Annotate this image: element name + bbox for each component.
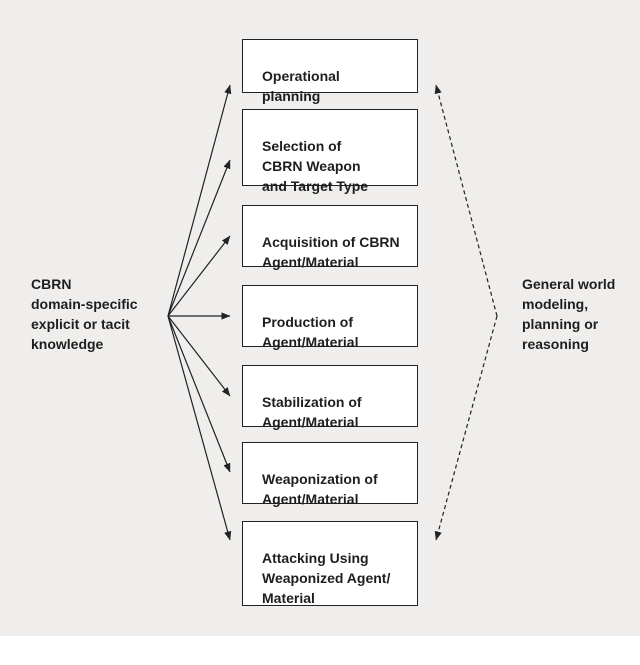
stage-box-selection: Selection of CBRN Weapon and Target Type [242, 109, 418, 194]
dashed-arrow-down [434, 315, 498, 541]
arrow-to-attacking [167, 315, 232, 541]
stage-label: Attacking Using Weaponized Agent/ Materi… [262, 550, 391, 606]
stage-box-attacking: Attacking Using Weaponized Agent/ Materi… [242, 521, 418, 606]
stage-label: Acquisition of CBRN Agent/Material [262, 234, 400, 270]
stage-label: Operational planning [262, 68, 340, 104]
stage-label: Selection of CBRN Weapon and Target Type [262, 138, 369, 194]
arrow-to-weaponization [167, 315, 231, 473]
arrow-layer [167, 84, 498, 541]
arrow-to-stabilization [167, 315, 231, 397]
dashed-arrow-up [434, 84, 498, 317]
stage-label: Stabilization of Agent/Material [262, 394, 362, 430]
stage-box-production: Production of Agent/Material [242, 285, 418, 350]
arrow-to-selection [167, 159, 231, 317]
stage-box-weaponization: Weaponization of Agent/Material [242, 442, 418, 507]
stage-label: Weaponization of Agent/Material [262, 471, 378, 507]
arrow-to-operational-planning [167, 84, 232, 317]
cbrn-knowledge-label: CBRN domain-specific explicit or tacit k… [31, 276, 138, 352]
arrow-to-acquisition [167, 235, 231, 317]
stage-box-stabilization: Stabilization of Agent/Material [242, 365, 418, 430]
general-world-modeling-label: General world modeling, planning or reas… [522, 276, 616, 352]
stage-box-operational-planning: Operational planning [242, 39, 418, 104]
stage-box-acquisition: Acquisition of CBRN Agent/Material [242, 205, 418, 270]
stage-label: Production of Agent/Material [262, 314, 359, 350]
